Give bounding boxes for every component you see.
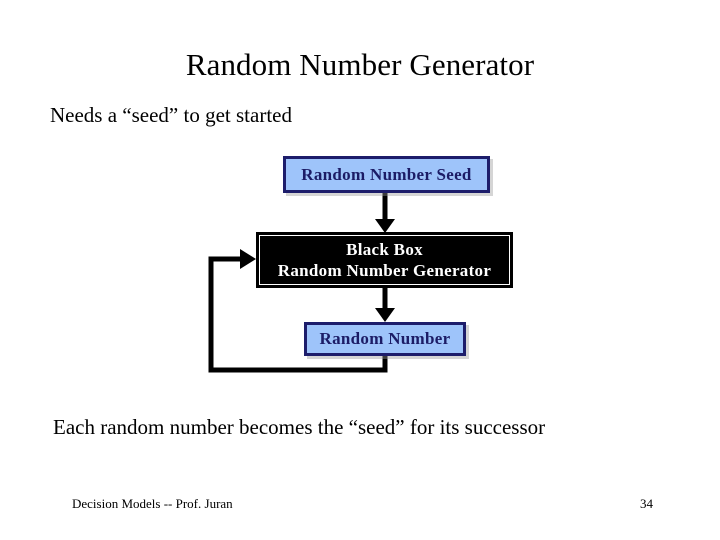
edge-blackbox-to-number <box>375 288 395 322</box>
flow-node-random-number: Random Number <box>304 322 466 356</box>
page-title: Random Number Generator <box>185 47 535 82</box>
edge-seed-to-blackbox <box>375 193 395 233</box>
flow-node-black-box-generator: Black Box Random Number Generator <box>256 232 513 288</box>
flow-node-label: Random Number Seed <box>301 164 472 184</box>
flow-node-label: Random Number <box>319 329 451 348</box>
flow-node-random-number-seed: Random Number Seed <box>283 156 490 193</box>
intro-text: Needs a “seed” to get started <box>50 103 292 127</box>
conclusion-text: Each random number becomes the “seed” fo… <box>53 415 546 439</box>
flow-node-label-line2: Random Number Generator <box>277 261 492 280</box>
page-number: 34 <box>640 496 653 511</box>
flow-node-label-group: Black Box Random Number Generator <box>278 239 491 281</box>
flow-node-label-line1: Black Box <box>346 240 423 259</box>
footer-credit: Decision Models -- Prof. Juran <box>72 496 233 511</box>
